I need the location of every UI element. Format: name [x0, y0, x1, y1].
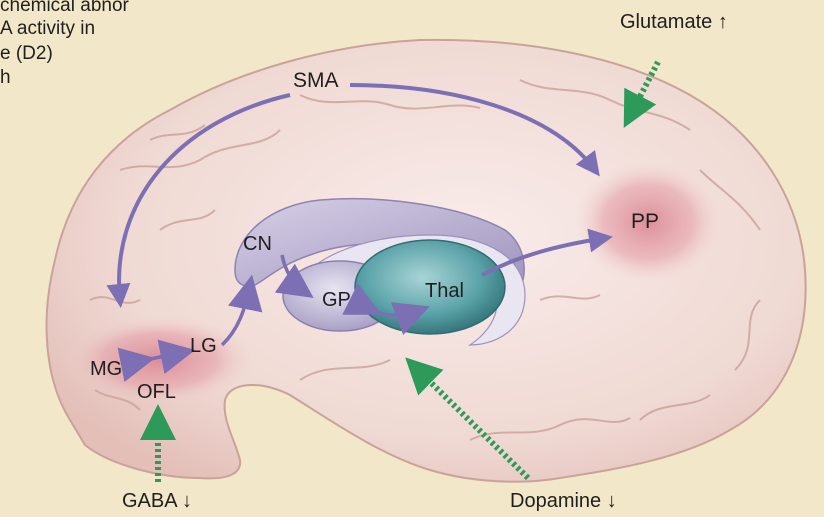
- caption-line-1: chemical abnor: [0, 0, 129, 18]
- caption-fragment: chemical abnor A activity in e (D2) h: [0, 0, 160, 104]
- caption-line-3: e (D2): [0, 42, 53, 66]
- label-ofl: OFL: [137, 381, 176, 403]
- label-mg: MG: [90, 358, 122, 380]
- label-lg: LG: [190, 335, 217, 357]
- label-gp: GP: [322, 289, 351, 311]
- label-pp: PP: [631, 211, 659, 233]
- label-cn: CN: [243, 233, 272, 255]
- caption-line-2: A activity in: [0, 17, 95, 41]
- label-dopamine: Dopamine ↓: [510, 490, 617, 512]
- label-gaba: GABA ↓: [122, 490, 192, 512]
- label-glutamate: Glutamate ↑: [620, 11, 728, 33]
- caption-line-4: h: [0, 66, 11, 90]
- label-sma: SMA: [293, 70, 339, 92]
- label-thal: Thal: [425, 280, 464, 302]
